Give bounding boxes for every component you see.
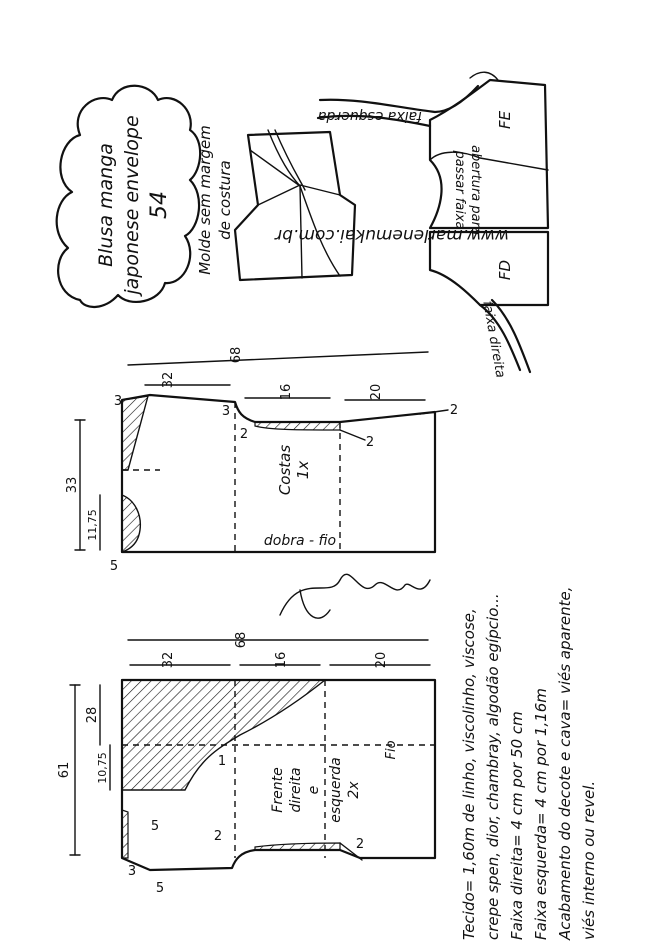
note-1: crepe spen, dior, chambray, algodão egíp… <box>484 593 502 940</box>
title-line3: 54 <box>147 191 172 219</box>
costas-dim-sleeve: 32 <box>161 372 176 389</box>
frente-dim-side-b: 2 <box>356 837 364 852</box>
costas-count: 1x <box>294 461 312 480</box>
costas-dim-shoulder: 3 <box>114 394 122 409</box>
note-3: Faixa esquerda= 4 cm por 1,16m <box>532 688 550 940</box>
frente-label-4: esquerda <box>328 757 344 823</box>
frente-dim-wrap: 28 <box>85 707 100 724</box>
costas-dim-hem: 5 <box>110 559 118 574</box>
signature-text: Marlene Mukai <box>320 630 400 643</box>
notes-block: Tecido= 1,60m de linho, viscolinho, visc… <box>460 587 598 942</box>
fd-label: FD <box>496 260 514 280</box>
frente-dim-side-a: 2 <box>214 829 222 844</box>
costas-dim-width: 33 <box>65 477 80 494</box>
costas-dim-lower: 20 <box>369 384 384 401</box>
passar-faixa-label: passar faixa <box>452 149 467 229</box>
note-line1: Molde sem margem <box>196 125 214 275</box>
title-line2: japonese envelope <box>121 115 143 297</box>
frente-dim-hem: 5 <box>156 881 164 896</box>
note-line2: de costura <box>216 160 234 240</box>
title-line1: Blusa manga <box>95 143 117 267</box>
costas-dim-end: 2 <box>450 403 458 418</box>
costas-dim-mid: 16 <box>279 384 294 401</box>
note-5: viés interno ou revel. <box>580 781 598 940</box>
costas-pattern <box>74 351 449 554</box>
frente-dim-width: 61 <box>57 762 72 779</box>
note-0: Tecido= 1,60m de linho, viscolinho, visc… <box>460 608 478 940</box>
frente-dim-side-left: 5 <box>151 819 159 834</box>
costas-dim-side-b: 2 <box>366 435 374 450</box>
note-4: Acabamento do decote e cava= viés aparen… <box>556 587 574 942</box>
frente-pattern <box>69 639 437 872</box>
website-text: www.marlenemukai.com.br <box>274 225 509 245</box>
frente-dim-one: 1 <box>218 754 226 769</box>
front-panels-sketch <box>316 71 550 374</box>
frente-dim-lower: 20 <box>374 652 389 669</box>
frente-dim-total: 68 <box>234 632 249 649</box>
frente-dim-sleeve: 32 <box>161 652 176 669</box>
frente-dim-mid: 16 <box>274 652 289 669</box>
fe-label: FE <box>496 110 514 129</box>
costas-dobra: dobra - fio <box>264 533 336 549</box>
frente-label-3: e <box>306 786 322 795</box>
note-2: Faixa direita= 4 cm por 50 cm <box>508 711 526 940</box>
costas-dim-slope: 3 <box>222 404 230 419</box>
costas-dim-total: 68 <box>229 347 244 364</box>
frente-label-5: 2x <box>346 781 362 799</box>
frente-label-1: Frente <box>270 767 286 812</box>
frente-dim-neck: 10,75 <box>96 752 109 784</box>
signature <box>279 573 431 619</box>
costas-dim-side-a: 2 <box>240 427 248 442</box>
blouse-sketch <box>233 129 357 282</box>
faixa-direita-label: faixa direita <box>479 300 507 379</box>
frente-fio: Fio <box>384 740 399 759</box>
frente-label-2: direita <box>288 767 304 812</box>
costas-dim-neck: 11,75 <box>86 509 99 541</box>
frente-dim-shoulder: 3 <box>128 864 136 879</box>
costas-label: Costas <box>276 445 294 496</box>
faixa-esquerda-label: faixa esquerda <box>318 108 422 124</box>
title-cloud <box>55 84 202 308</box>
abertura-label: abertura para <box>468 145 483 235</box>
